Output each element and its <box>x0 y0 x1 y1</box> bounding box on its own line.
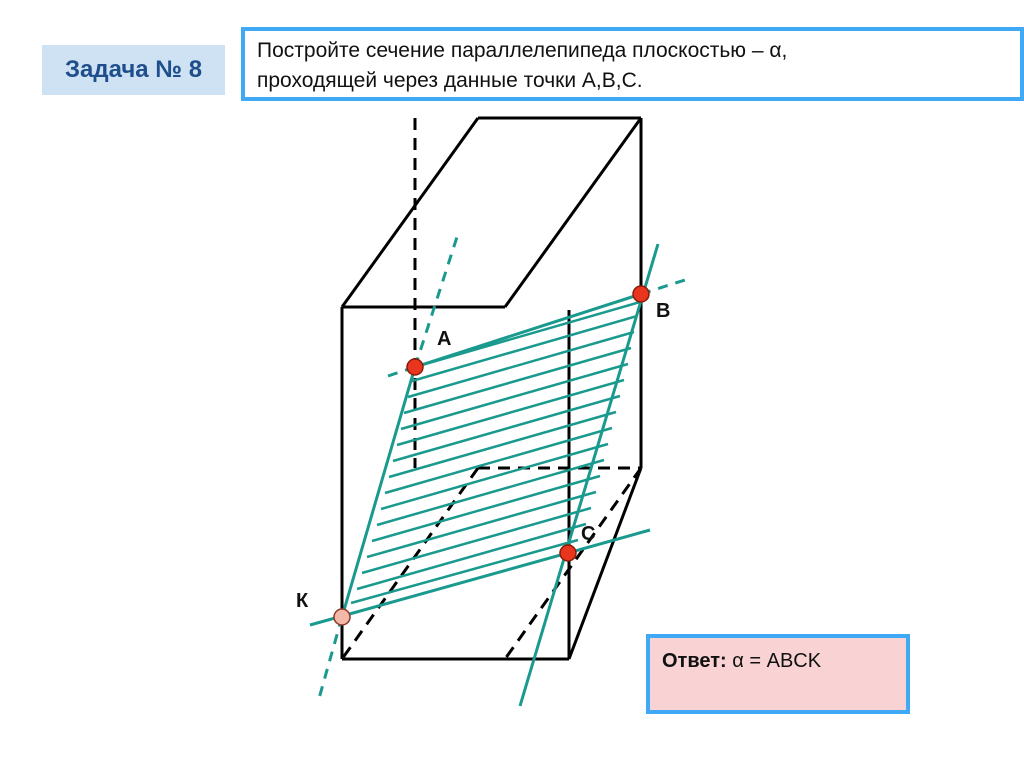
edge-bottom-right <box>567 467 643 660</box>
line-ak-extension-up <box>413 236 459 368</box>
task-text-line-1: Постройте сечение параллелепипеда плоско… <box>257 39 788 62</box>
task-number-label: Задача № 8 <box>42 45 225 95</box>
line-through-b-and-c <box>518 243 660 707</box>
point-c <box>559 544 577 562</box>
edge-top-right <box>503 117 643 308</box>
point-b <box>632 285 650 303</box>
line-ak-extension-down <box>316 616 344 703</box>
answer-box: Ответ: α = ABCK <box>646 634 910 714</box>
task-text-line-2: проходящей через данные точки А,В,С. <box>257 69 643 92</box>
section-lines <box>309 243 660 707</box>
edge-top-left <box>340 117 480 308</box>
task-statement: Постройте сечение параллелепипеда плоско… <box>241 27 1024 101</box>
hidden-edge-bottom-left <box>340 467 480 660</box>
answer-value: α = ABCK <box>732 650 822 672</box>
answer-prefix: Ответ: <box>662 650 727 672</box>
point-k <box>333 608 351 626</box>
point-k-label: К <box>296 590 309 612</box>
point-c-label: С <box>581 523 595 545</box>
point-b-label: В <box>656 300 670 322</box>
points <box>333 285 650 626</box>
line-ab-solid <box>414 292 642 369</box>
point-a-label: А <box>437 328 451 350</box>
section-hatching <box>350 300 641 605</box>
line-a-to-k <box>340 366 417 618</box>
point-a <box>406 358 424 376</box>
line-through-c-and-k <box>309 528 651 627</box>
